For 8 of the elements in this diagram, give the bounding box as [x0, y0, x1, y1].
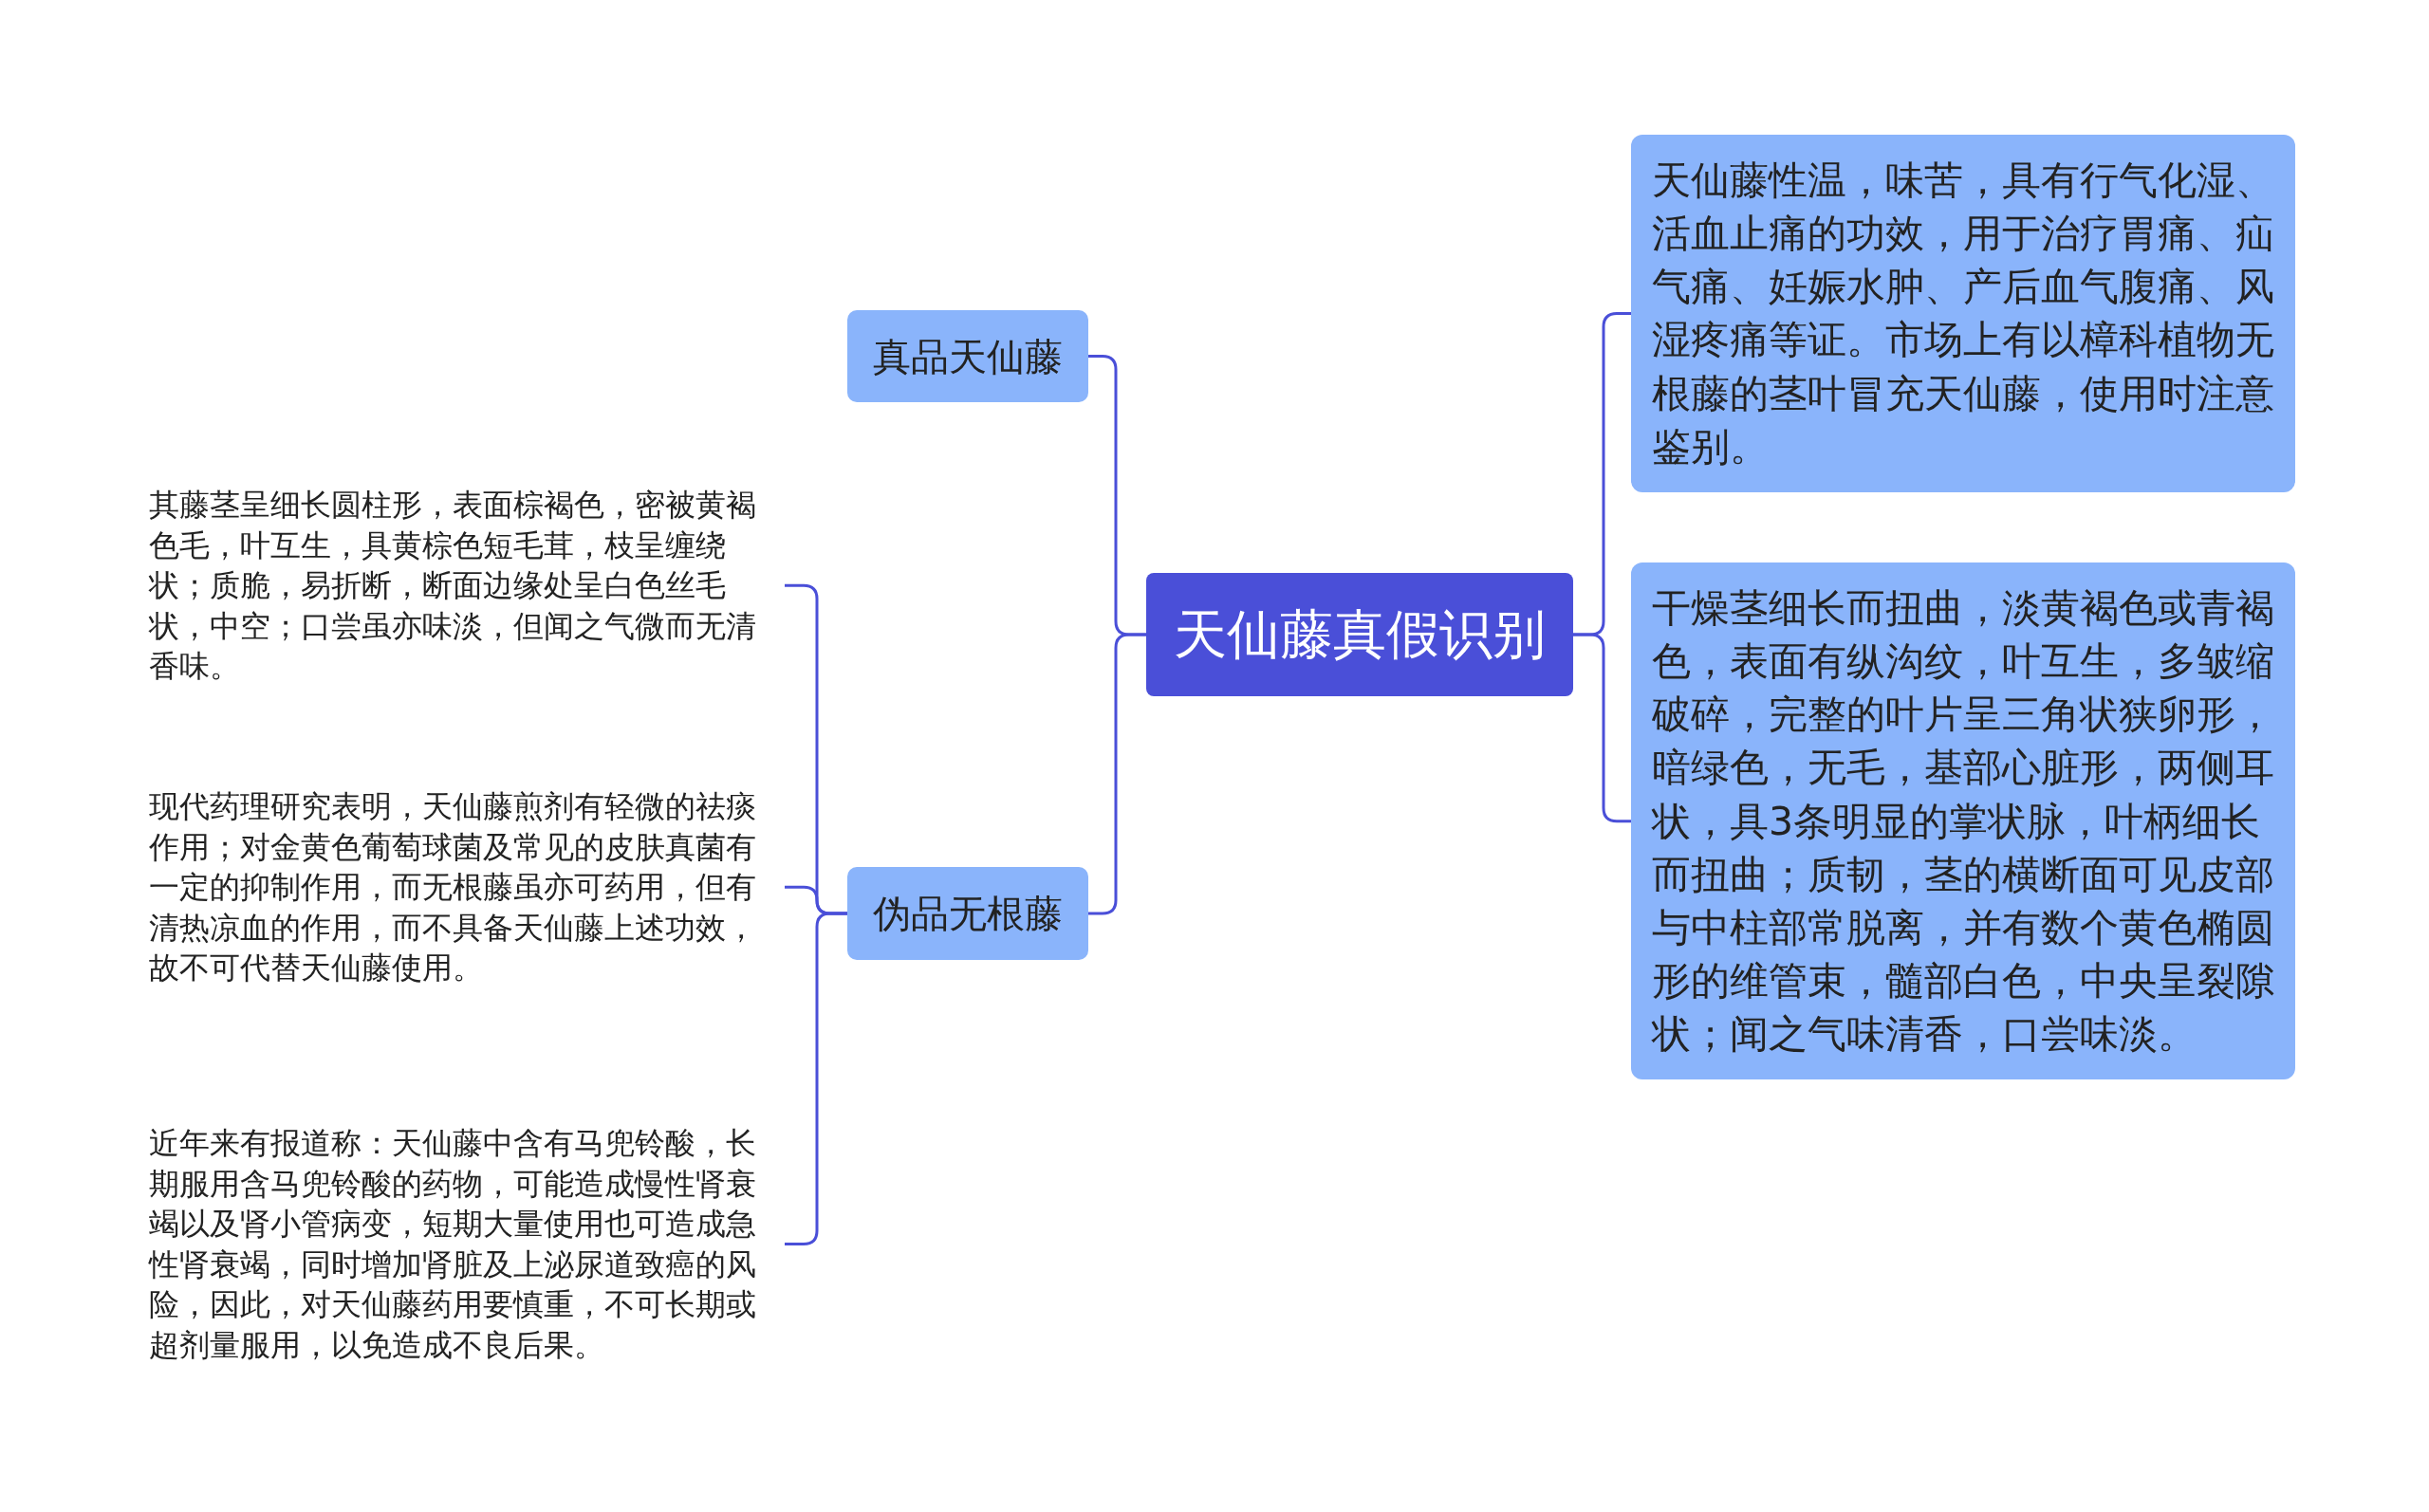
info-card: 天仙藤性温，味苦，具有行气化湿、活血止痛的功效，用于治疗胃痛、疝气痛、妊娠水肿、产后血气腹痛、风湿疼痛等证。市场上有以樟科植物无根藤的茎叶冒充天仙藤，使用时注意鉴别。 [1631, 135, 2295, 492]
note-text: 其藤茎呈细长圆柱形，表面棕褐色，密被黄褐色毛，叶互生，具黄棕色短毛茸，枝呈缠绕状；质脆，易折断，断面边缘处呈白色丝毛状，中空；口尝虽亦味淡，但闻之气微而无清香味。 [149, 485, 785, 687]
topic-box: 真品天仙藤 [847, 310, 1088, 402]
info-card: 干燥茎细长而扭曲，淡黄褐色或青褐色，表面有纵沟纹，叶互生，多皱缩破碎，完整的叶片呈三角状狭卵形，暗绿色，无毛，基部心脏形，两侧耳状，具3条明显的掌状脉，叶柄细长而扭曲；质韧，茎的横断面可见皮部与中柱部常脱离，并有数个黄色椭圆形的维管束，髓部白色，中央呈裂隙状；闻之气味清香，口尝味淡。 [1631, 562, 2295, 1080]
note-text: 现代药理研究表明，天仙藤煎剂有轻微的祛痰作用；对金黄色葡萄球菌及常见的皮肤真菌有一定的抑制作用，而无根藤虽亦可药用，但有清热凉血的作用，而不具备天仙藤上述功效，故不可代替天仙藤使用。 [149, 786, 785, 988]
topic-box: 伪品无根藤 [847, 867, 1088, 960]
central-topic: 天仙藤真假识别 [1146, 573, 1573, 696]
note-text: 近年来有报道称：天仙藤中含有马兜铃酸，长期服用含马兜铃酸的药物，可能造成慢性肾衰竭以及肾小管病变，短期大量使用也可造成急性肾衰竭，同时增加肾脏及上泌尿道致癌的风险，因此，对天仙藤药用要慎重，不可长期或超剂量服用，以免造成不良后果。 [149, 1123, 785, 1366]
